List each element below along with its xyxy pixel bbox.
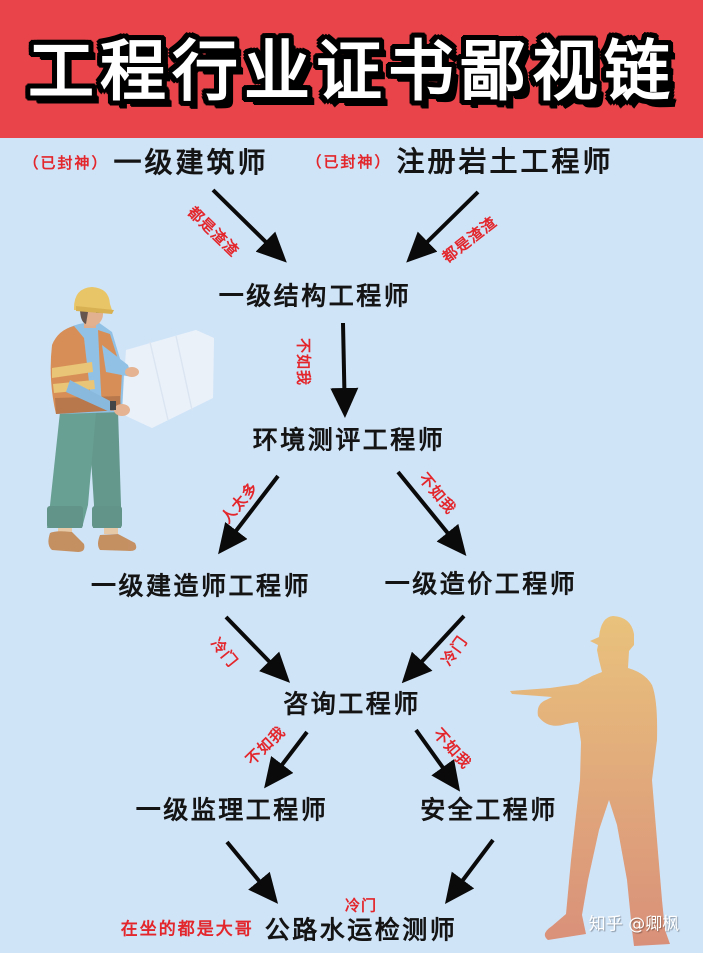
right-shoe xyxy=(98,534,137,551)
node-consulting: 咨询工程师 xyxy=(283,689,421,719)
engineer-with-blueprint-illustration xyxy=(47,287,214,552)
arrow-safety-to-highway xyxy=(444,838,495,904)
node-label: 一级建筑师 xyxy=(113,146,269,179)
edge-label-geotech-structural: 都是渣渣 xyxy=(438,212,501,267)
zhihu-watermark: 知乎 @卿枫 xyxy=(588,914,680,935)
head xyxy=(81,302,103,326)
arrow-supervision-to-highway xyxy=(225,840,279,904)
node-cost: 一级造价工程师 xyxy=(384,569,578,599)
title-banner: 工程行业证书鄙视链 xyxy=(0,0,703,138)
edge-label-consulting-supervision: 不如我 xyxy=(242,722,290,769)
safety-vest-right xyxy=(98,330,122,410)
node-constructor: 一级建造师工程师 xyxy=(90,571,312,601)
node-geotech: （已封神） 注册岩土工程师 xyxy=(306,148,613,176)
edge-label-architect-structural: 都是渣渣 xyxy=(184,202,243,261)
node-supervision: 一级监理工程师 xyxy=(135,795,329,825)
node-structural: 一级结构工程师 xyxy=(218,281,412,311)
node-safety: 安全工程师 xyxy=(420,795,558,825)
edge-label-structural-env: 不如我 xyxy=(294,337,313,387)
left-shoe xyxy=(48,531,85,552)
edge-label-env-cost: 不如我 xyxy=(415,469,460,518)
node-label: 注册岩土工程师 xyxy=(396,145,614,178)
big-brothers-tag: 在坐的都是大哥 xyxy=(120,919,254,940)
worker-with-drill-silhouette xyxy=(510,616,670,946)
edge-label-constructor-consulting: 冷门 xyxy=(207,634,242,671)
safety-vest-left xyxy=(50,326,92,414)
edge-label-env-constructor: 人太多 xyxy=(217,478,262,527)
hard-hat-icon xyxy=(74,287,112,310)
back-leg xyxy=(88,410,121,528)
front-leg xyxy=(47,412,96,528)
node-label: 公路水运检测师 xyxy=(264,915,458,945)
shirt xyxy=(54,322,124,414)
arrow-structural-to-env xyxy=(330,322,359,418)
highway-note: 冷门 xyxy=(344,896,378,915)
node-env-assessment: 环境测评工程师 xyxy=(252,425,446,455)
page-title: 工程行业证书鄙视链 xyxy=(28,33,676,110)
node-architect: （已封神） 一级建筑师 xyxy=(23,149,268,177)
blueprint-paper xyxy=(122,330,214,428)
node-highway-testing: 在坐的都是大哥 公路水运检测师 xyxy=(121,918,458,943)
deified-tag: （已封神） xyxy=(306,152,392,171)
edge-label-cost-consulting: 冷门 xyxy=(437,632,472,669)
edge-label-consulting-safety: 不如我 xyxy=(429,724,476,773)
deified-tag: （已封神） xyxy=(23,153,109,172)
